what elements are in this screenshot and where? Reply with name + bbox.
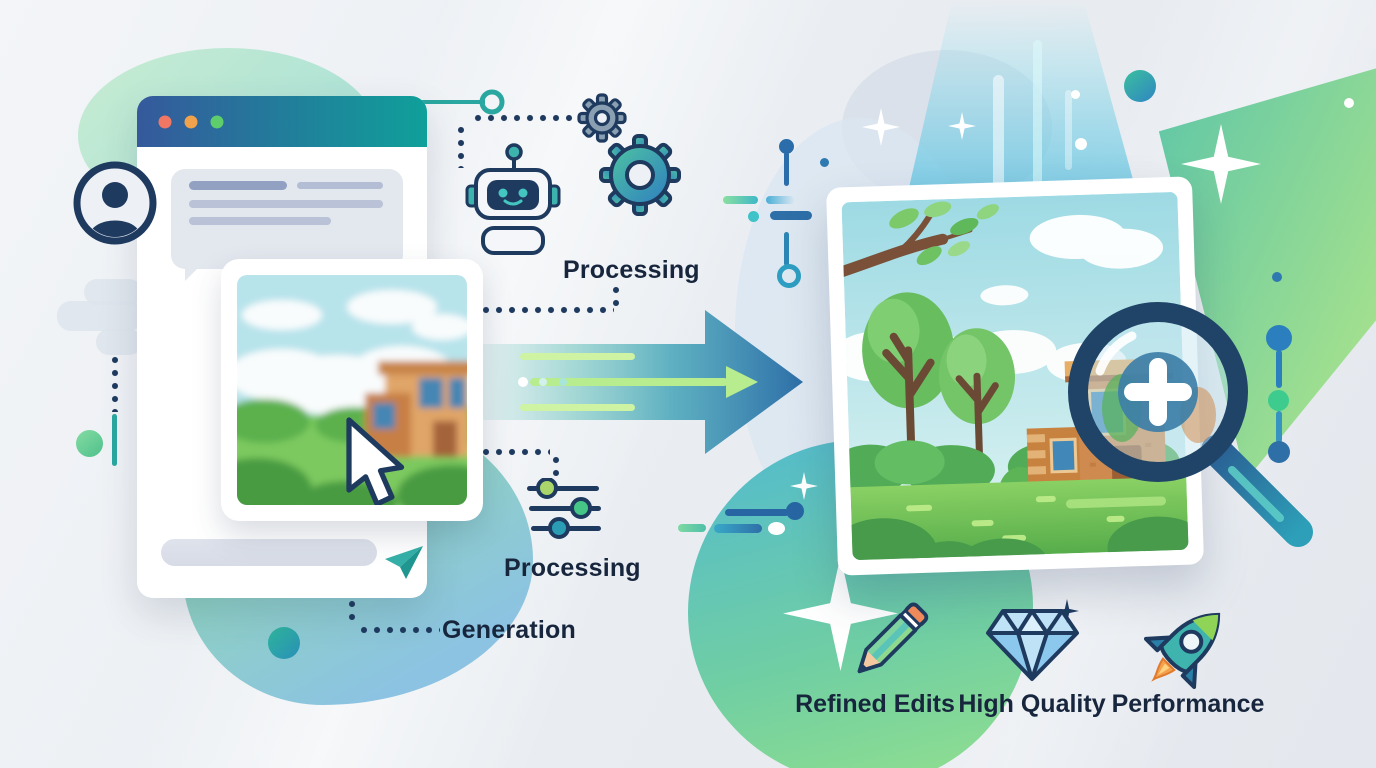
text-line bbox=[189, 181, 287, 190]
message-input bbox=[161, 539, 377, 566]
generation-label: Generation bbox=[442, 616, 576, 644]
light-beam bbox=[905, 0, 1140, 205]
ring-dot bbox=[777, 264, 801, 288]
traffic-light-yellow bbox=[184, 115, 198, 129]
text-line bbox=[297, 182, 383, 189]
user-avatar-icon bbox=[73, 161, 157, 245]
magnifier-plus-icon bbox=[1068, 302, 1313, 547]
decor-dot bbox=[1124, 70, 1156, 102]
feature-label-performance: Performance bbox=[1111, 690, 1265, 718]
decor-dot bbox=[768, 522, 785, 535]
robot-icon bbox=[465, 143, 561, 255]
decor-dot bbox=[1344, 98, 1354, 108]
dash bbox=[766, 196, 794, 204]
traffic-lights bbox=[158, 115, 224, 129]
dash bbox=[770, 211, 812, 220]
cloud-shape bbox=[57, 301, 143, 331]
decor-dot bbox=[1071, 90, 1080, 99]
decor-dot bbox=[1075, 138, 1087, 150]
dash bbox=[678, 524, 706, 532]
dash bbox=[714, 524, 762, 533]
connector-line bbox=[725, 509, 789, 516]
dash bbox=[723, 196, 758, 204]
processing-top-label: Processing bbox=[563, 256, 700, 284]
cloud-shape bbox=[96, 329, 142, 355]
dotted-connector bbox=[111, 356, 119, 412]
arrow-icon bbox=[473, 310, 803, 454]
gear-small bbox=[577, 93, 627, 143]
feature-label-high-quality: High Quality bbox=[958, 690, 1106, 718]
sliders-icon bbox=[527, 478, 601, 539]
pencil-icon bbox=[857, 602, 929, 674]
decor-dot bbox=[786, 502, 804, 520]
gear-icon bbox=[577, 93, 681, 216]
send-icon bbox=[385, 546, 423, 579]
processing-bottom-label: Processing bbox=[504, 554, 641, 582]
decor-dot bbox=[268, 627, 300, 659]
text-line bbox=[189, 217, 331, 225]
image-thumbnail bbox=[221, 259, 483, 521]
traffic-light-red bbox=[158, 115, 172, 129]
connector-line bbox=[784, 152, 789, 186]
feature-label-refined-edits: Refined Edits bbox=[795, 690, 955, 718]
rocket-icon bbox=[1143, 612, 1221, 690]
chat-bubble bbox=[171, 169, 403, 281]
decor-dot bbox=[76, 430, 103, 457]
decor-dot bbox=[748, 211, 759, 222]
blurry-landscape bbox=[237, 275, 467, 505]
traffic-light-green bbox=[210, 115, 224, 129]
teal-line bbox=[112, 414, 117, 466]
gear-large bbox=[599, 134, 681, 216]
text-line bbox=[189, 200, 383, 208]
dotted-connector bbox=[360, 626, 440, 634]
connector-line bbox=[784, 232, 789, 266]
decor-dot bbox=[820, 158, 829, 167]
